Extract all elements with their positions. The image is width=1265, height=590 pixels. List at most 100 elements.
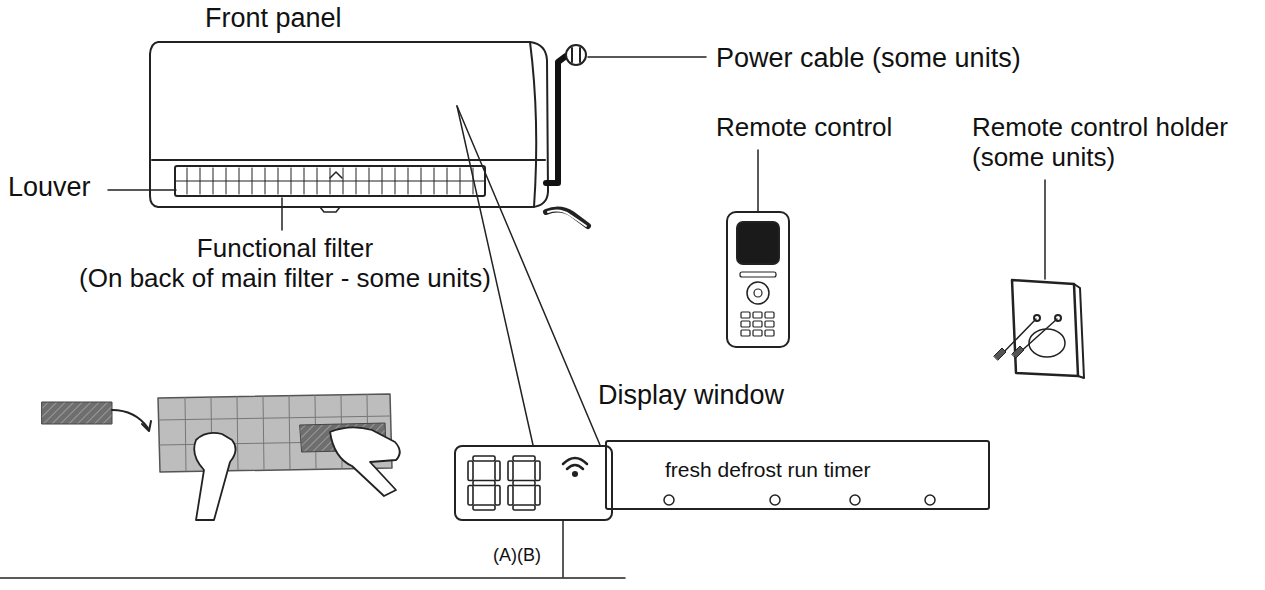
remote-dpad-center: [754, 289, 762, 297]
louver-slat: [382, 168, 383, 194]
louver-slat: [343, 168, 344, 194]
functional-filter: [42, 402, 112, 424]
screw: [1012, 346, 1024, 358]
digital-display: [455, 446, 612, 520]
part-label: Functional filter (On back of main filte…: [20, 234, 550, 294]
remote-buttons: [741, 312, 774, 336]
unit-notch: [320, 207, 340, 212]
louver-mark: [330, 172, 342, 178]
display-segment: [495, 486, 500, 506]
leader-line: [1044, 180, 1046, 279]
unit-end-cap: [530, 42, 536, 207]
louver-slat: [252, 168, 253, 194]
remote-button: [765, 321, 774, 327]
remote-button: [765, 330, 774, 336]
leader-line: [757, 150, 759, 212]
mesh-line: [263, 396, 264, 469]
display-segment: [508, 486, 513, 506]
wifi-symbol: [563, 458, 587, 476]
mesh-line: [289, 396, 290, 469]
display-window: fresh defrost run timer: [605, 440, 990, 510]
louver-slat: [213, 168, 214, 194]
part-label: Power cable (some units): [716, 43, 1021, 74]
louver-slat: [200, 168, 201, 194]
drain-hose-inner: [548, 211, 586, 226]
display-segment: [468, 461, 473, 481]
part-label: Front panel: [205, 3, 342, 34]
power-cable: [546, 56, 566, 183]
louver-slat: [226, 168, 227, 194]
part-label: Display window: [598, 380, 784, 411]
louver-slat: [369, 168, 370, 194]
seven-segment-digits: [468, 456, 540, 510]
display-segment: [495, 461, 500, 481]
display-segment: [513, 481, 535, 486]
remote-control: [727, 212, 789, 347]
louver-slat: [421, 168, 422, 194]
louver-slat: [239, 168, 240, 194]
louver-slat: [408, 168, 409, 194]
remote-button: [741, 330, 750, 336]
remote-button: [753, 330, 762, 336]
remote-button: [765, 312, 774, 318]
indicator-lamps: [664, 495, 935, 505]
display-segment: [473, 505, 495, 510]
hand: [330, 427, 400, 496]
louver-slat: [447, 168, 448, 194]
display-segment: [535, 486, 540, 506]
louver-slat: [291, 168, 292, 194]
remote-holder-side: [1074, 284, 1084, 378]
louver-slats: [187, 168, 473, 194]
louver-slat: [304, 168, 305, 194]
louver-slat: [330, 168, 331, 194]
plug-pin: [579, 48, 581, 62]
baseline: [0, 577, 625, 579]
remote-button: [741, 321, 750, 327]
louver-slat: [317, 168, 318, 194]
louver-slat: [187, 168, 188, 194]
display-segment: [473, 481, 495, 486]
louver-slat: [356, 168, 357, 194]
plug-pin: [571, 48, 573, 62]
insert-arrowhead: [142, 421, 151, 431]
plug: [566, 45, 586, 65]
display-segment: [513, 456, 535, 461]
leader-line: [562, 520, 564, 577]
display-segment: [473, 456, 495, 461]
display-segment: [468, 486, 473, 506]
display-segment: [508, 461, 513, 481]
remote-dpad: [747, 282, 769, 304]
remote-button: [753, 312, 762, 318]
louver-slat: [265, 168, 266, 194]
mesh-line: [159, 416, 391, 420]
leader-line: [588, 56, 706, 58]
mesh-line: [185, 398, 186, 471]
remote-button: [741, 312, 750, 318]
display-segment: [513, 505, 535, 510]
mesh-line: [237, 397, 238, 470]
indoor-unit-body: [150, 42, 548, 207]
callout-label: (A)(B): [493, 545, 541, 566]
louver-slat: [434, 168, 435, 194]
screw: [994, 348, 1006, 360]
front-panel-edge: [152, 159, 545, 161]
remote-button: [740, 272, 776, 277]
hand: [194, 433, 235, 520]
remote-screen: [737, 222, 779, 264]
part-label: Remote control holder (some units): [972, 113, 1265, 173]
louver-slat: [395, 168, 396, 194]
display-segment: [535, 461, 540, 481]
leader-line: [281, 198, 283, 230]
part-label: Louver: [8, 172, 91, 203]
louver-slat: [460, 168, 461, 194]
indicator-labels: fresh defrost run timer: [665, 458, 870, 482]
leader-line: [108, 189, 176, 191]
louver-slat: [278, 168, 279, 194]
drain-hose: [546, 209, 588, 226]
part-label: Remote control: [716, 113, 892, 143]
holder-recess: [1029, 329, 1065, 357]
remote-holder: [1012, 280, 1078, 376]
screw-guide: [1018, 319, 1057, 354]
